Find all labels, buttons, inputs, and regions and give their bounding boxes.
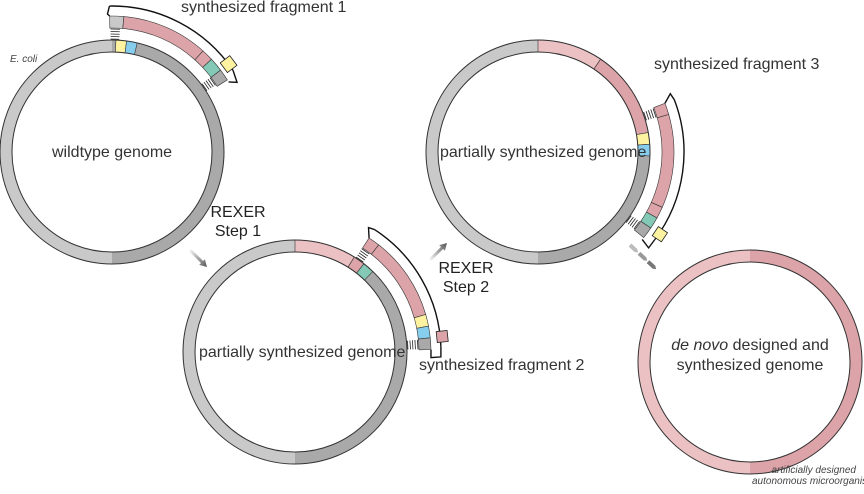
yellow-marker <box>219 55 238 74</box>
wildtype-genome-label: wildtype genome <box>52 144 173 161</box>
denovo-rest: designed and <box>728 337 829 354</box>
synthesized-fragment-2 <box>355 226 449 359</box>
homology-hatch <box>409 340 411 350</box>
wildtype-genome <box>0 39 225 265</box>
homology-hatch <box>416 339 419 350</box>
denovo-ring-outer <box>637 249 863 475</box>
step-2-arrow-shape <box>428 243 447 262</box>
caption-line1: artificially designed <box>771 465 857 476</box>
arrows-layer <box>188 243 657 270</box>
homology-hatch <box>407 340 409 350</box>
homology-hatch <box>633 221 640 230</box>
fragment-backbone <box>109 5 234 71</box>
homology-hatch <box>201 83 208 92</box>
homology-hatch <box>631 219 638 228</box>
yellow-marker <box>651 226 669 243</box>
arrow-dash <box>646 260 657 270</box>
rexer-step-2: REXER Step 2 <box>436 259 496 297</box>
pink-marker <box>435 330 449 344</box>
partial-genome-2 <box>425 39 651 265</box>
backbone-hook <box>641 238 656 250</box>
partial-genome-1-label: partially synthesized genome <box>199 344 406 361</box>
fragment-homology-left <box>109 15 125 29</box>
step-2-line2: Step 2 <box>442 279 490 296</box>
genomes-layer <box>0 39 863 475</box>
homology-hatch <box>648 110 652 120</box>
genome-gray-light-arc <box>426 40 538 264</box>
partial-1-ring-inner <box>194 251 396 453</box>
homology-hatch <box>412 340 414 350</box>
homology-hatch <box>625 215 632 223</box>
denovo-genome-label: de novo designed and synthesized genome <box>670 336 830 376</box>
step-2-line1: REXER <box>438 260 494 277</box>
fragment-synthetic-dna <box>650 114 675 208</box>
fragment-3-label: synthesized fragment 3 <box>654 56 820 73</box>
fragments-layer <box>106 5 685 359</box>
genome-gray-light-arc <box>183 240 295 464</box>
step-1-line2: Step 1 <box>214 223 262 240</box>
homology-hatch <box>355 256 364 263</box>
partial-1-ring-outer <box>182 239 408 465</box>
homology-hatch <box>203 81 210 90</box>
homology-hatch <box>652 108 657 118</box>
caption: artificially designed autonomous microor… <box>752 465 864 487</box>
arrow-shape <box>428 243 447 262</box>
step-1-arrow <box>188 248 207 267</box>
denovo-italic: de novo <box>671 337 729 354</box>
fragment-backbone <box>374 228 442 347</box>
homology-hatch <box>627 216 634 225</box>
fragment-1-label: synthesized fragment 1 <box>181 0 347 16</box>
caption-line2: autonomous microorganism <box>752 476 864 487</box>
genome-gray-dark-arc <box>295 240 407 464</box>
partial-2-ring-inner <box>437 51 639 253</box>
homology-hatch <box>361 248 370 255</box>
partial-genome-2-label: partially synthesized genome <box>440 144 647 161</box>
fragment-homology-right <box>633 220 652 239</box>
fragment-homology-right <box>210 69 228 87</box>
backbone-hook <box>106 5 111 17</box>
fragment-backbone <box>654 99 685 241</box>
homology-hatch <box>645 111 650 120</box>
continuation-arrow <box>628 243 657 270</box>
denovo-ring-inner <box>649 261 851 463</box>
homology-hatch <box>414 340 416 350</box>
fragment-2-label: synthesized fragment 2 <box>419 357 585 374</box>
partial-genome-1 <box>182 239 408 465</box>
denovo-genome <box>637 249 863 475</box>
yellow-marker <box>115 39 127 54</box>
backbone-hook <box>430 346 442 359</box>
blue-marker <box>416 325 431 340</box>
partial-2-ring-outer <box>425 39 651 265</box>
homology-hatch <box>207 78 214 87</box>
arrow-dash <box>637 251 648 261</box>
homology-hatch <box>650 109 655 119</box>
backbone-hook <box>367 226 375 238</box>
homology-hatch <box>643 111 647 121</box>
genome-gray-light-arc <box>0 40 112 264</box>
arrow-dash <box>628 243 639 253</box>
homology-hatch <box>209 77 216 86</box>
organism-label: E. coli <box>10 54 38 65</box>
synthesized-fragment-1 <box>106 5 239 92</box>
rexer-step-1: REXER Step 1 <box>208 203 268 241</box>
homology-hatch <box>360 250 369 257</box>
backbone-hook <box>664 92 675 104</box>
backbone-hook <box>228 70 239 84</box>
homology-hatch <box>358 252 367 259</box>
step-1-line1: REXER <box>210 204 266 221</box>
denovo-line2: synthesized genome <box>676 357 824 374</box>
wildtype-ring-inner <box>11 51 213 253</box>
genome-gray-dark-arc <box>112 40 224 264</box>
homology-hatch <box>357 254 366 261</box>
synthesized-fragment-3 <box>625 92 685 250</box>
synthetic-light-arc <box>638 250 750 474</box>
fragment-homology-right <box>417 337 432 351</box>
wildtype-ring-outer <box>0 39 225 265</box>
homology-hatch <box>629 218 636 227</box>
arrow-shape <box>188 248 207 267</box>
homology-hatch <box>205 80 212 89</box>
synthetic-dark-arc <box>750 250 862 474</box>
